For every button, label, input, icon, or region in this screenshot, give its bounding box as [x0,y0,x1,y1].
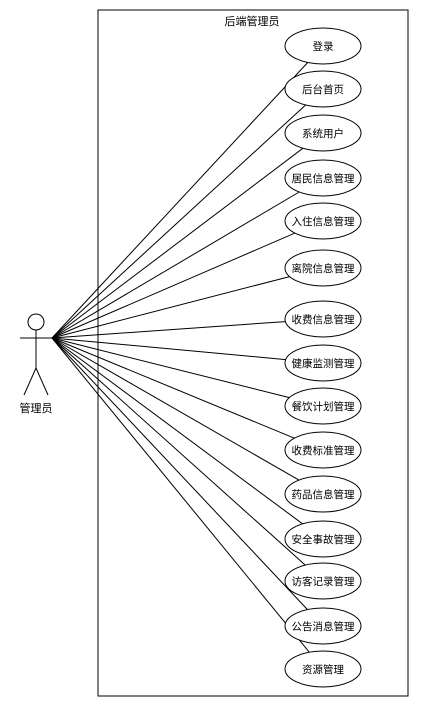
actor-figure [20,313,52,396]
association-line [51,147,304,339]
association-lines [51,62,310,653]
use-case-label: 系统用户 [302,127,344,140]
use-case-ellipse [284,344,362,382]
association-line [51,62,309,339]
use-case-ellipse [284,70,362,108]
use-case-label: 入住信息管理 [292,215,355,228]
use-case-ellipse [284,249,362,287]
use-case: 收费信息管理 [284,300,362,338]
use-case-label: 健康监测管理 [292,357,355,370]
use-case: 系统用户 [284,114,362,152]
use-case-group: 登录后台首页系统用户居民信息管理入住信息管理离院信息管理收费信息管理健康监测管理… [284,27,362,688]
use-case-label: 药品信息管理 [292,488,355,501]
use-case-ellipse [284,387,362,425]
use-case: 资源管理 [284,650,362,688]
use-case-ellipse [284,562,362,600]
actor-name: 管理员 [20,401,53,415]
use-case: 离院信息管理 [284,249,362,287]
use-case: 药品信息管理 [284,475,362,513]
use-case: 后台首页 [284,70,362,108]
use-case-label: 离院信息管理 [292,262,355,275]
association-line [51,337,303,525]
use-case-label: 居民信息管理 [292,172,355,185]
association-line [51,337,290,399]
association-line [51,104,306,339]
use-case: 入住信息管理 [284,202,362,240]
association-line [51,337,306,566]
actor-left-leg [23,367,37,396]
use-case-ellipse [284,431,362,469]
use-case-label: 公告消息管理 [292,620,355,633]
use-case: 健康监测管理 [284,344,362,382]
association-line [51,191,300,339]
association-line [51,321,286,339]
system-boundary [97,9,409,697]
association-line [51,276,290,339]
use-case-ellipse [284,475,362,513]
use-case-label: 登录 [313,40,334,53]
association-line [51,232,296,339]
use-case-label: 后台首页 [302,83,344,96]
use-case-ellipse [284,520,362,558]
use-case-label: 收费标准管理 [292,444,355,457]
use-case-label: 餐饮计划管理 [292,400,355,413]
use-case: 公告消息管理 [284,607,362,645]
use-case: 餐饮计划管理 [284,387,362,425]
use-case-ellipse [284,27,362,65]
use-case-label: 安全事故管理 [292,533,355,546]
use-case-ellipse [284,114,362,152]
use-case-ellipse [284,159,362,197]
use-case-ellipse [284,607,362,645]
system-title: 后端管理员 [225,14,280,28]
use-case: 登录 [284,27,362,65]
actor-head [27,313,45,331]
actor-right-leg [35,367,49,396]
association-line [51,337,295,439]
association-line [51,337,300,481]
use-case: 访客记录管理 [284,562,362,600]
use-case: 安全事故管理 [284,520,362,558]
use-case: 收费标准管理 [284,431,362,469]
association-line [51,337,310,653]
use-case-label: 收费信息管理 [292,313,355,326]
use-case-ellipse [284,650,362,688]
use-case-label: 资源管理 [302,663,344,676]
use-case: 居民信息管理 [284,159,362,197]
association-line [51,337,308,610]
use-case-ellipse [284,202,362,240]
use-case-ellipse [284,300,362,338]
association-line [51,337,286,361]
use-case-label: 访客记录管理 [292,575,355,588]
